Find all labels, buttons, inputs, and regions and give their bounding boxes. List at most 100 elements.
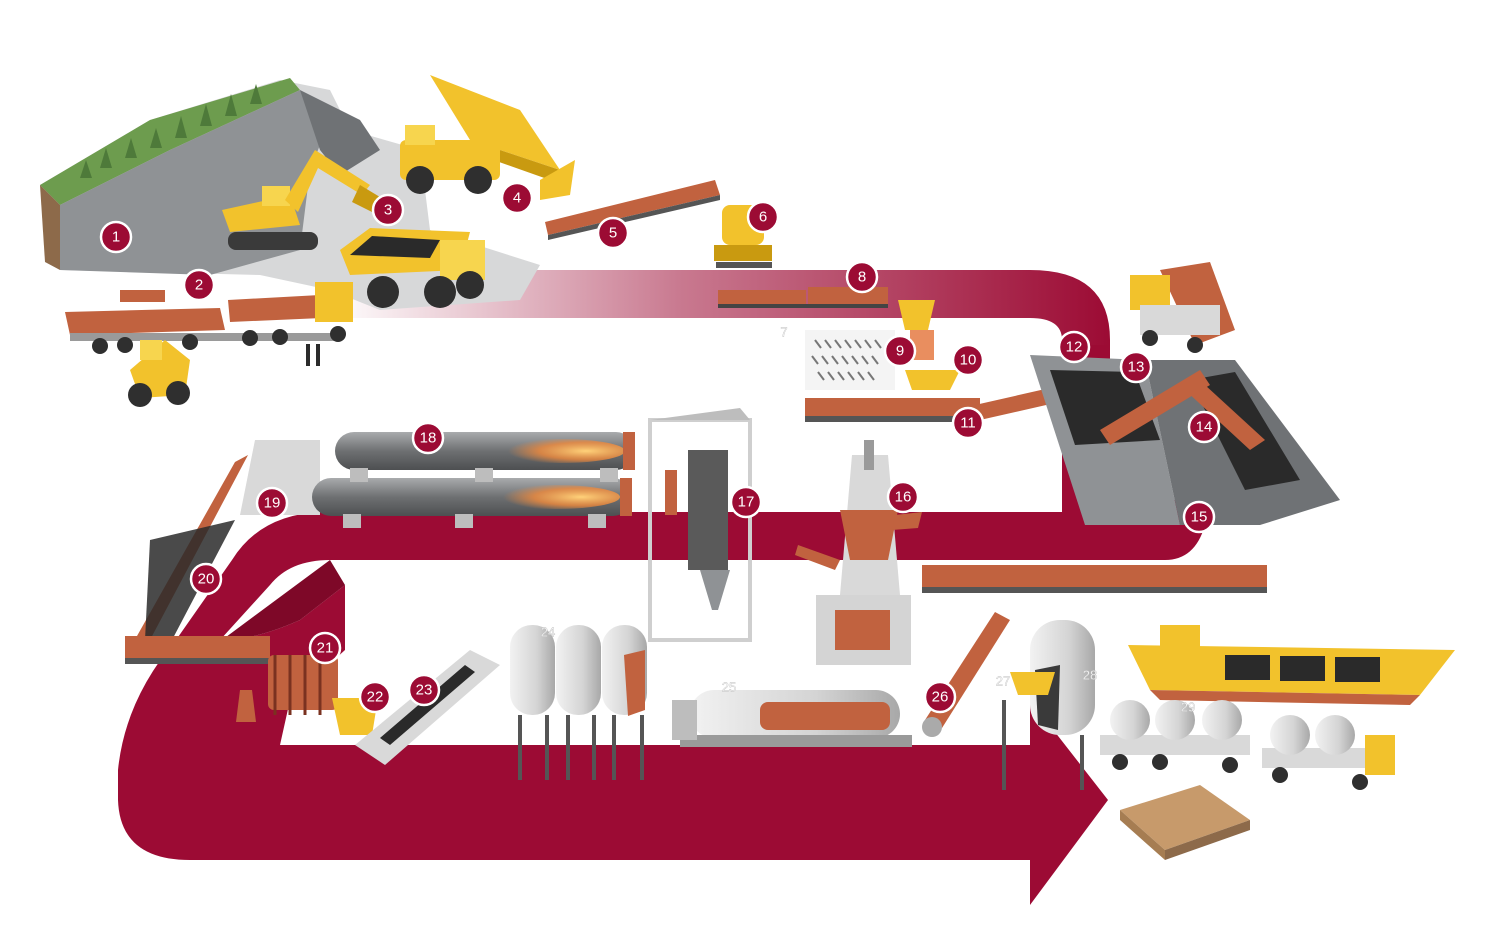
grinding-media-pile — [805, 330, 895, 390]
step-26-marker: 26 — [923, 680, 957, 714]
step-8-marker: 8 — [845, 260, 879, 294]
step-13-marker: 13 — [1119, 350, 1153, 384]
step-badge-circle — [746, 200, 780, 234]
step-20-marker: 20 — [189, 562, 223, 596]
step-badge-circle — [255, 486, 289, 520]
step-number-label: 8 — [858, 269, 866, 286]
step-number-label: 21 — [317, 640, 334, 657]
step-badge-circle — [1057, 330, 1091, 364]
step-3-marker: 3 — [371, 193, 405, 227]
step-1-marker: 1 — [99, 220, 133, 254]
wheel-loader-illustration — [120, 290, 190, 407]
step-number-label: 18 — [420, 430, 437, 447]
step-number-label: 20 — [198, 571, 215, 588]
step-21-marker: 21 — [308, 631, 342, 665]
step-number-label: 10 — [960, 352, 977, 369]
step-number-label: 16 — [895, 489, 912, 506]
step-number-label: 6 — [759, 209, 767, 226]
step-number-label: 17 — [738, 494, 755, 511]
step-number-label: 29 — [1181, 700, 1195, 715]
step-badge-circle — [951, 343, 985, 377]
step-badge-circle — [371, 193, 405, 227]
step-23-marker: 23 — [407, 673, 441, 707]
step-badge-circle — [923, 680, 957, 714]
step-number-label: 23 — [416, 682, 433, 699]
step-badge-circle — [407, 673, 441, 707]
step-16-marker: 16 — [886, 480, 920, 514]
step-number-label: 4 — [513, 190, 521, 207]
step-number-label: 13 — [1128, 359, 1145, 376]
haul-truck-illustration — [340, 228, 485, 308]
dump-truck-tipping-illustration — [400, 75, 575, 200]
step-badge-circle — [189, 562, 223, 596]
step-9-marker: 9 — [883, 334, 917, 368]
ball-mill-illustration — [672, 690, 912, 747]
step-17-marker: 17 — [729, 485, 763, 519]
conveyor-15-illustration — [922, 565, 1267, 593]
storage-bins-illustration — [1030, 355, 1340, 525]
step-number-label: 26 — [932, 689, 949, 706]
step-number-label: 9 — [896, 343, 904, 360]
bulk-tanker-truck-illustration — [1100, 700, 1395, 790]
step-number-label: 28 — [1083, 668, 1097, 683]
step-7-marker: 7 — [780, 324, 788, 340]
step-28-marker: 28 — [1083, 667, 1098, 683]
step-number-label: 2 — [195, 277, 203, 294]
step-badge-circle — [411, 421, 445, 455]
conveyor-5-illustration — [545, 180, 720, 240]
step-badge-circle — [596, 216, 630, 250]
rotary-kilns-illustration — [240, 432, 635, 528]
step-18-marker: 18 — [411, 421, 445, 455]
step-badge-circle — [729, 485, 763, 519]
step-14-marker: 14 — [1187, 410, 1221, 444]
step-25-marker: 25 — [722, 679, 737, 695]
step-number-label: 14 — [1196, 419, 1213, 436]
step-27-marker: 27 — [996, 673, 1011, 689]
step-number-label: 22 — [367, 689, 384, 706]
step-number-label: 7 — [780, 325, 787, 340]
cargo-ship-illustration — [1128, 625, 1455, 705]
step-22-marker: 22 — [358, 680, 392, 714]
cement-silo-illustration — [1002, 620, 1095, 790]
step-number-label: 1 — [112, 229, 120, 246]
excavator-illustration — [222, 150, 385, 250]
step-badge-circle — [308, 631, 342, 665]
road-trucks-illustration — [65, 282, 353, 366]
step-number-label: 15 — [1191, 509, 1208, 526]
step-15-marker: 15 — [1182, 500, 1216, 534]
step-10-marker: 10 — [951, 343, 985, 377]
step-12-marker: 12 — [1057, 330, 1091, 364]
step-19-marker: 19 — [255, 486, 289, 520]
step-badge-circle — [1182, 500, 1216, 534]
step-29-marker: 29 — [1181, 699, 1196, 715]
step-badge-circle — [182, 268, 216, 302]
cyclone-tower-illustration — [648, 408, 752, 642]
step-number-label: 24 — [541, 625, 555, 640]
step-11-marker: 11 — [951, 406, 985, 440]
step-24-marker: 24 — [541, 624, 556, 640]
step-badge-circle — [500, 181, 534, 215]
vertical-mill-illustration — [795, 440, 922, 665]
step-number-label: 11 — [960, 415, 976, 432]
roll-crusher-illustration — [236, 655, 338, 722]
step-number-label: 19 — [264, 495, 281, 512]
tipper-truck-illustration — [1130, 262, 1235, 353]
step-5-marker: 5 — [596, 216, 630, 250]
step-badge-circle — [1119, 350, 1153, 384]
step-4-marker: 4 — [500, 181, 534, 215]
step-badge-circle — [845, 260, 879, 294]
step-number-label: 3 — [384, 202, 392, 219]
step-badge-circle — [358, 680, 392, 714]
pallet-illustration — [1120, 785, 1250, 860]
step-badge-circle — [883, 334, 917, 368]
step-number-label: 5 — [609, 225, 617, 242]
step-number-label: 12 — [1066, 339, 1083, 356]
step-6-marker: 6 — [746, 200, 780, 234]
step-badge-circle — [1187, 410, 1221, 444]
step-badge-circle — [886, 480, 920, 514]
step-number-label: 25 — [722, 680, 736, 695]
step-number-label: 27 — [996, 674, 1010, 689]
step-2-marker: 2 — [182, 268, 216, 302]
